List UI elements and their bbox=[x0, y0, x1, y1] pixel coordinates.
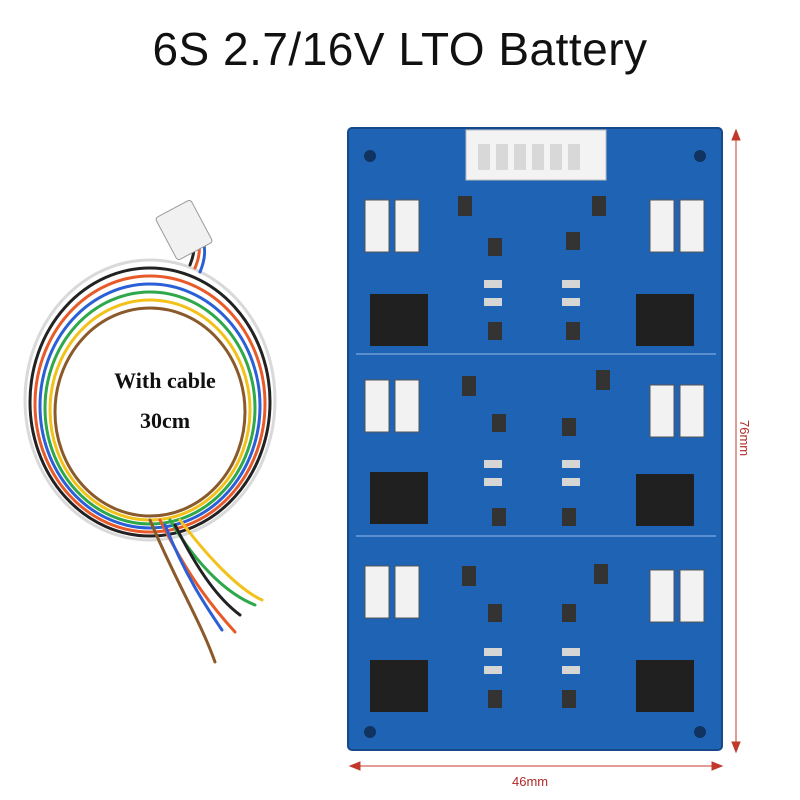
cable-label: With cable 30cm bbox=[80, 368, 250, 434]
height-dimension-label: 76mm bbox=[737, 420, 752, 457]
cable-length-value: 30cm bbox=[139, 408, 191, 433]
width-dimension-label: 46mm bbox=[512, 774, 549, 789]
pcb-components bbox=[364, 196, 705, 712]
product-title: 6S 2.7/16V LTO Battery bbox=[152, 23, 648, 75]
cable-label-line1: With cable bbox=[114, 368, 216, 393]
